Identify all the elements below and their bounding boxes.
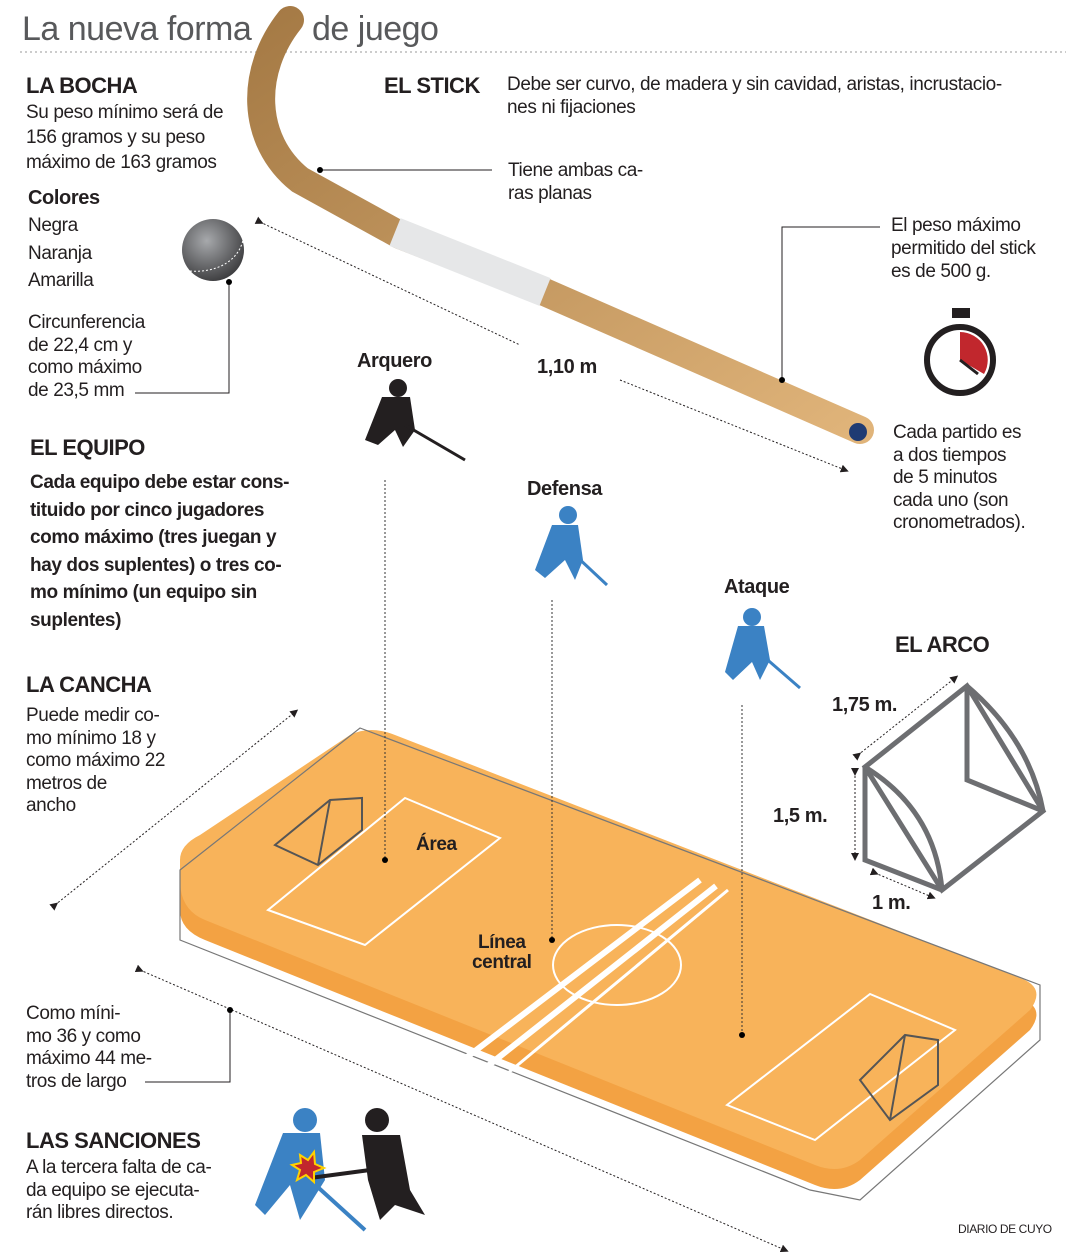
bocha-circumference: Circunferencia de 22,4 cm y como máximo … (28, 312, 145, 401)
color-orange: Naranja (28, 243, 92, 264)
sanctions-players-icon (255, 1108, 425, 1232)
equipo-heading: EL EQUIPO (30, 435, 145, 460)
stick-length: 1,10 m (537, 356, 597, 378)
arco-depth: 1 m. (872, 892, 911, 914)
stick-illustration (247, 6, 874, 444)
stick-description: Debe ser curvo, de madera y sin cavidad,… (507, 74, 1002, 118)
arco-width: 1,75 m. (832, 694, 898, 716)
attack-player-icon (725, 608, 801, 690)
bocha-weight: Su peso mínimo será de 156 gramos y su p… (26, 102, 224, 173)
credit: DIARIO DE CUYO (958, 1222, 1052, 1236)
sanciones-body: A la tercera falta de ca- da equipo se e… (26, 1157, 212, 1223)
center-line-label: Línea central (472, 932, 532, 973)
title-part2: de juego (312, 10, 439, 48)
color-yellow: Amarilla (28, 270, 94, 291)
area-label: Área (416, 834, 457, 855)
color-black: Negra (28, 215, 78, 236)
arco-heading: EL ARCO (895, 632, 990, 657)
field-illustration (49, 480, 1041, 1252)
arco-height: 1,5 m. (773, 805, 828, 827)
title-part1: La nueva forma (22, 10, 252, 48)
defense-player-icon (535, 506, 609, 587)
cancha-width: Puede medir co- mo mínimo 18 y como máxi… (26, 705, 166, 816)
goalkeeper-player-icon (365, 379, 466, 462)
attack-label: Ataque (724, 576, 790, 598)
defense-label: Defensa (527, 478, 603, 500)
stopwatch-icon (924, 308, 996, 396)
sanciones-heading: LAS SANCIONES (26, 1128, 201, 1153)
stick-weight: El peso máximo permitido del stick es de… (891, 215, 1036, 282)
match-duration: Cada partido es a dos tiempos de 5 minut… (893, 422, 1026, 533)
ball-icon (135, 219, 244, 394)
cancha-length: Como míni- mo 36 y como máximo 44 me- tr… (26, 1003, 152, 1092)
equipo-body: Cada equipo debe estar cons- tituido por… (30, 472, 290, 631)
stick-heading: EL STICK (384, 73, 480, 98)
goalkeeper-label: Arquero (357, 350, 432, 372)
bocha-heading: LA BOCHA (26, 73, 138, 98)
cancha-heading: LA CANCHA (26, 672, 152, 697)
colors-heading: Colores (28, 187, 100, 209)
stick-faces: Tiene ambas ca- ras planas (508, 160, 643, 204)
